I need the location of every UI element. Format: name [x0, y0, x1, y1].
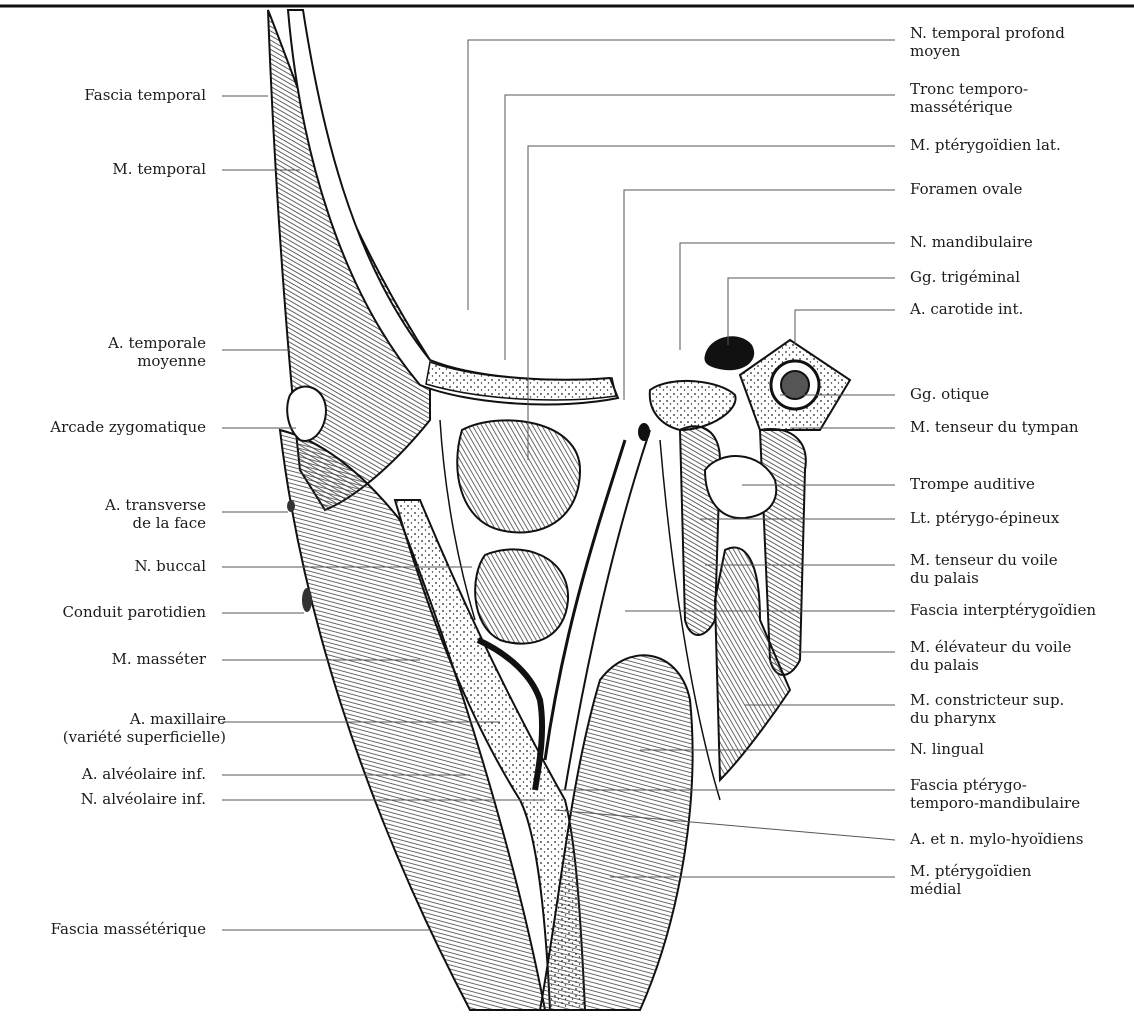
label-foramen-ovale: Foramen ovale — [910, 180, 1022, 198]
label-a-transverse-face: A. transverse de la face — [105, 496, 206, 532]
m-pterygoidien-lat-upper — [457, 420, 580, 532]
label-m-masseter: M. masséter — [112, 650, 206, 668]
label-m-constricteur-sup: M. constricteur sup. du pharynx — [910, 691, 1064, 727]
label-fascia-pterygo-temporo: Fascia ptérygo- temporo-mandibulaire — [910, 776, 1080, 812]
label-m-tenseur-tympan: M. tenseur du tympan — [910, 418, 1079, 436]
label-a-n-mylo-hyoidiens: A. et n. mylo-hyoïdiens — [910, 830, 1083, 848]
label-a-temporale-moyenne: A. temporale moyenne — [108, 334, 206, 370]
label-gg-otique: Gg. otique — [910, 385, 989, 403]
label-n-alveolaire-inf: N. alvéolaire inf. — [81, 790, 206, 808]
label-a-alveolaire-inf: A. alvéolaire inf. — [82, 765, 206, 783]
label-n-temporal-profond-moyen: N. temporal profond moyen — [910, 24, 1065, 60]
label-n-buccal: N. buccal — [134, 557, 206, 575]
label-trompe-auditive: Trompe auditive — [910, 475, 1035, 493]
label-fascia-masseterique: Fascia massétérique — [51, 920, 206, 938]
label-m-temporal: M. temporal — [112, 160, 206, 178]
label-conduit-parotidien: Conduit parotidien — [62, 603, 206, 621]
m-tenseur-voile-shape — [680, 426, 720, 635]
label-arcade-zygomatique: Arcade zygomatique — [50, 418, 206, 436]
label-m-tenseur-voile: M. tenseur du voile du palais — [910, 551, 1058, 587]
label-m-pterygoidien-medial: M. ptérygoïdien médial — [910, 862, 1031, 898]
m-pterygoidien-lat-lower — [475, 549, 568, 643]
label-a-carotide-int: A. carotide int. — [910, 300, 1023, 318]
label-a-maxillaire: A. maxillaire (variété superficielle) — [63, 710, 226, 746]
label-m-elevateur-voile: M. élévateur du voile du palais — [910, 638, 1071, 674]
label-fascia-temporal: Fascia temporal — [84, 86, 206, 104]
label-n-mandibulaire: N. mandibulaire — [910, 233, 1033, 251]
label-tronc-temporo-masseterique: Tronc temporo- massétérique — [910, 80, 1028, 116]
label-n-lingual: N. lingual — [910, 740, 984, 758]
gg-trigeminal-shape — [704, 336, 754, 370]
a-transverse-shape — [287, 500, 295, 512]
label-fascia-interpterygoidien: Fascia interptérygoïdien — [910, 601, 1096, 619]
petrous-bone-left — [650, 381, 736, 430]
conduit-parotidien-shape — [302, 588, 312, 612]
label-m-pterygoidien-lat: M. ptérygoïdien lat. — [910, 136, 1061, 154]
label-gg-trigeminal: Gg. trigéminal — [910, 268, 1020, 286]
label-lt-pterygo-epineux: Lt. ptérygo-épineux — [910, 509, 1059, 527]
